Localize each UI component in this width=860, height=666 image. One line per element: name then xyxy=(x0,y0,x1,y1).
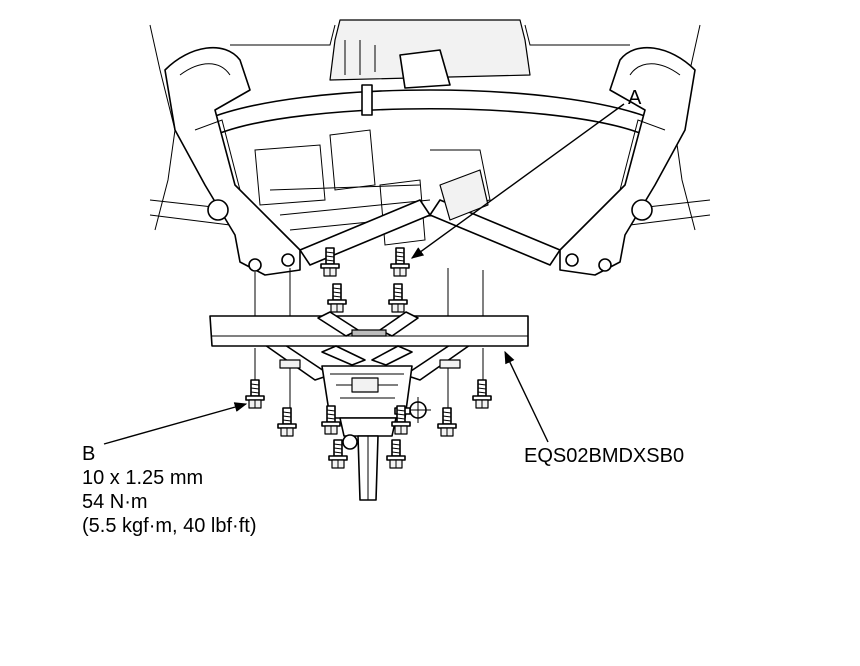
bolt-icon xyxy=(472,379,492,409)
bolt-icon xyxy=(388,283,408,313)
callout-a: A xyxy=(410,87,642,259)
callout-b: B 10 x 1.25 mm 54 N·m (5.5 kgf·m, 40 lbf… xyxy=(82,402,257,537)
bolt-size: 10 x 1.25 mm xyxy=(82,467,203,489)
bolt-icon xyxy=(327,283,347,313)
torque-spec: 54 N·m xyxy=(82,491,148,513)
vehicle-underside xyxy=(149,19,711,276)
figure-code: EQS02BMDXSB0 xyxy=(524,445,684,467)
bolt-icon xyxy=(390,247,410,277)
callout-a-letter: A xyxy=(628,87,642,109)
bolt-icon xyxy=(437,407,457,437)
bolt-icon xyxy=(386,439,406,469)
transmission-jack-support xyxy=(209,311,529,501)
figure-code-callout: EQS02BMDXSB0 xyxy=(504,350,684,467)
callout-b-letter: B xyxy=(82,443,95,465)
bolt-icon xyxy=(277,407,297,437)
bolt-icon xyxy=(245,379,265,409)
upper-mount-bolts xyxy=(320,247,410,313)
torque-spec-alt: (5.5 kgf·m, 40 lbf·ft) xyxy=(82,515,257,537)
